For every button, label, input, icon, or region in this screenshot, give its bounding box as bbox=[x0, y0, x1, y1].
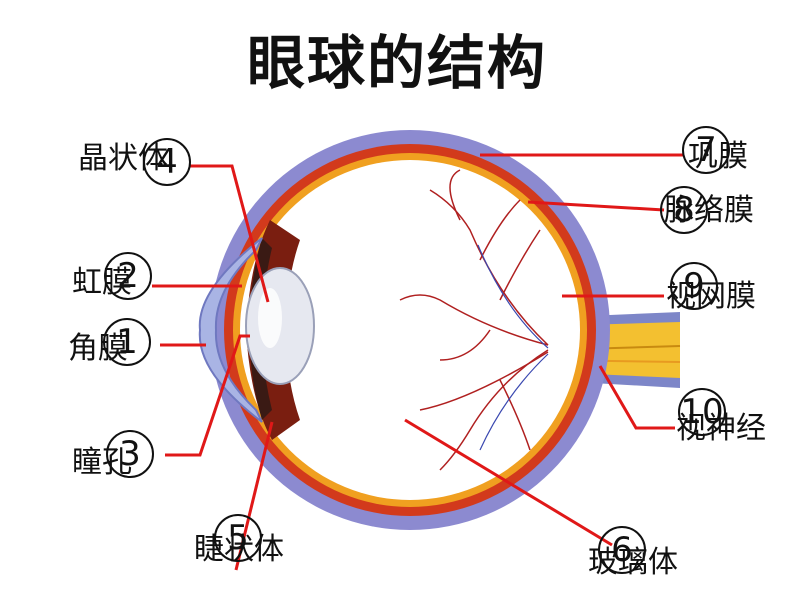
number-circle-9: 9 bbox=[670, 262, 718, 310]
cornea-shape bbox=[198, 237, 263, 423]
leader-p6 bbox=[404, 418, 613, 547]
retinal-vessels bbox=[399, 169, 549, 471]
number-circle-2: 2 bbox=[104, 252, 152, 300]
vitreous-body bbox=[240, 160, 580, 500]
number-circle-4: 4 bbox=[143, 138, 191, 186]
number-circle-1: 1 bbox=[103, 318, 151, 366]
number-circle-3: 3 bbox=[106, 430, 154, 478]
leader-p4 bbox=[190, 164, 270, 303]
number-circle-6: 6 bbox=[598, 526, 646, 574]
number-circle-7: 7 bbox=[682, 126, 730, 174]
number-circle-5: 5 bbox=[214, 514, 262, 562]
page-title: 眼球的结构 bbox=[246, 29, 547, 97]
number-circle-8: 8 bbox=[660, 186, 708, 234]
leader-p3 bbox=[165, 334, 250, 457]
leader-p10 bbox=[598, 365, 675, 430]
number-circle-10: 10 bbox=[678, 388, 726, 436]
leader-p8 bbox=[527, 200, 665, 212]
